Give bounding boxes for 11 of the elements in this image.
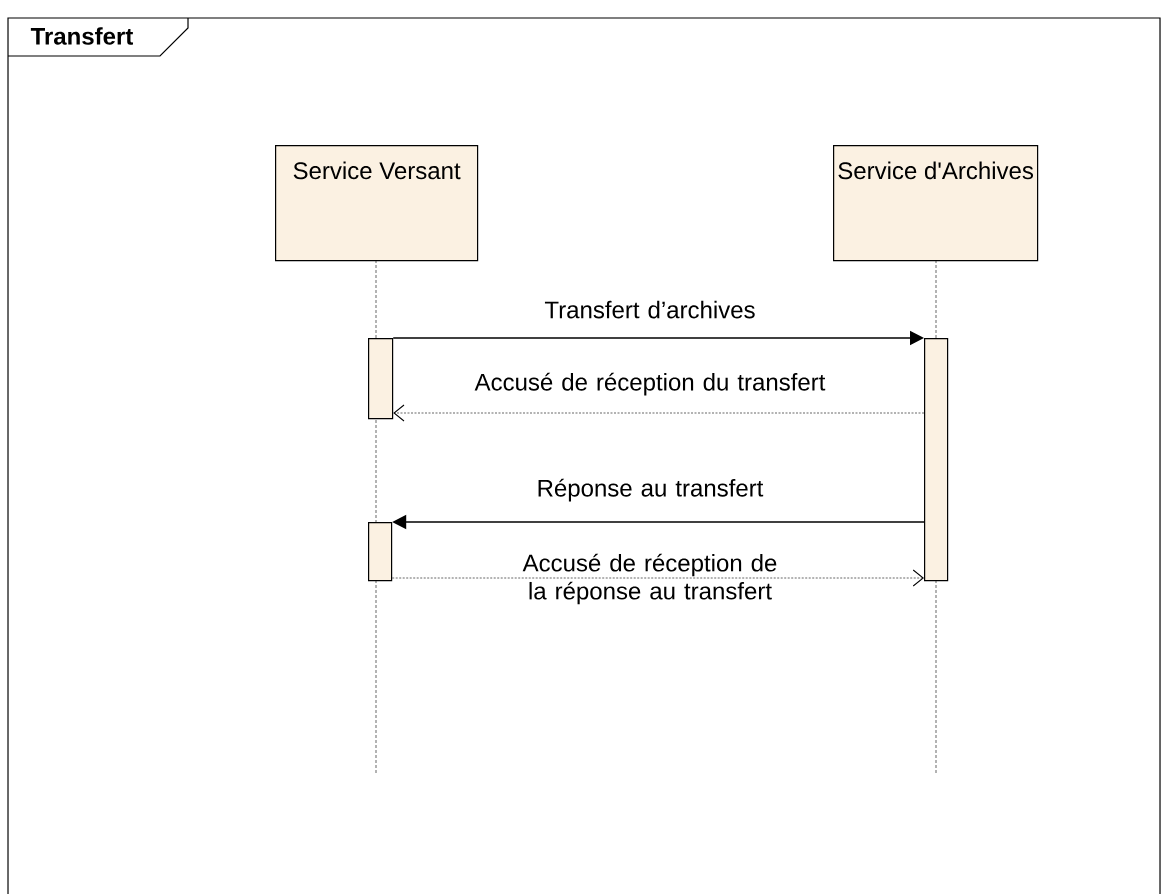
activation-bar	[924, 338, 949, 582]
message-arrow	[391, 569, 924, 587]
message-label: Accusé de réception de la réponse au transfert	[522, 553, 777, 605]
participant-box: Service d'Archives	[833, 145, 1039, 262]
activation-bar	[368, 522, 393, 582]
message-label: Réponse au transfert	[538, 478, 764, 502]
message-label: Accusé de réception du transfert	[474, 372, 826, 396]
message-arrow	[393, 404, 925, 422]
message-label: Transfert d’archives	[544, 300, 755, 319]
activation-bar	[368, 338, 394, 420]
participant-box: Service Versant	[275, 145, 479, 262]
